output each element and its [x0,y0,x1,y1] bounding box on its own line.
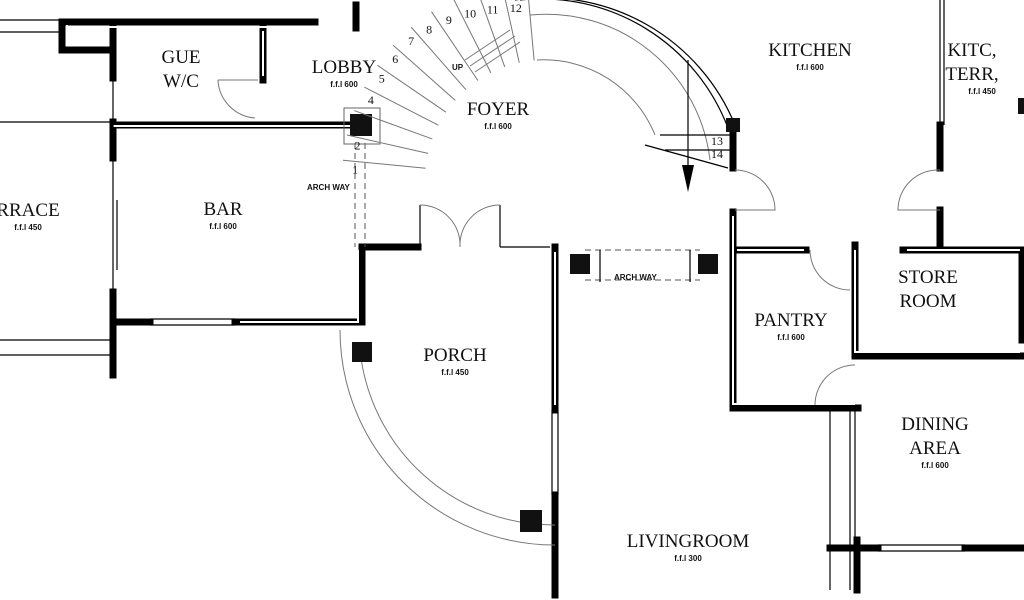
stair-tread [354,110,433,140]
room-name-terrace: RRACE [0,200,60,221]
stair-step-number: 1 [352,162,358,176]
stair-tread [392,44,456,101]
stair-up-label: UP [452,63,464,72]
stair-step-number: 12 [510,1,522,15]
floor-level-bar: f.f.l 600 [209,222,237,231]
room-name-living: LIVINGROOM [627,531,750,552]
floor-level-dining: f.f.l 600 [921,461,949,470]
room-name-dining: DINING [901,414,969,435]
stair-arrow-icon [682,165,694,192]
stair-tread [410,26,467,91]
room-name-lobby: LOBBY [312,57,377,78]
stair-step-number: 6 [392,52,398,66]
stair-tread [504,0,520,63]
floor-level-lobby: f.f.l 600 [330,80,358,89]
room-name-porch: PORCH [423,345,487,366]
arch-way-label: ARCH WAY [307,183,350,192]
floor-level-pantry: f.f.l 600 [777,333,805,342]
stair-step-number: 10 [464,6,476,20]
stair-tread [453,0,492,74]
room-name-kitc-terr: TERR, [945,64,998,85]
stair-step-number: 8 [426,22,432,36]
room-name-kitchen: KITCHEN [768,40,852,61]
room-name-store: ROOM [899,291,956,312]
room-name-kitc-terr: KITC, [947,40,996,61]
stair-step-number: 13 [711,134,723,148]
floor-level-porch: f.f.l 450 [441,368,469,377]
room-name-pantry: PANTRY [754,310,827,331]
floor-level-terrace: f.f.l 450 [14,223,42,232]
stair-tread [364,86,439,126]
stair-tread [346,134,429,154]
room-name-store: STORE [898,267,958,288]
stair-step-number: 11 [487,2,499,16]
floor-level-kitchen: f.f.l 600 [796,63,824,72]
room-name-dining: AREA [909,438,961,459]
room-name-foyer: FOYER [467,99,530,120]
stair-step-number: 14 [711,147,723,161]
stair-tread [377,64,447,113]
room-name-gue: GUE [161,47,200,68]
floor-level-kitc-terr: f.f.l 450 [968,87,996,96]
stair-tread [480,0,506,68]
stair-step-number: 3 [360,115,366,129]
stair-step-number: 9 [446,13,452,27]
room-name-bar: BAR [203,199,242,220]
room-name-gue: W/C [163,71,199,92]
stair-step-number: 5 [379,72,385,86]
stair-step-number: 4 [368,93,374,107]
stair-step-number: 7 [408,34,414,48]
floor-level-living: f.f.l 300 [674,554,702,563]
arch-way-label: ARCH WAY [614,273,657,282]
stair-tread [528,0,535,61]
stair-tread [431,11,479,81]
stair-tread [342,159,426,169]
floor-level-foyer: f.f.l 600 [484,122,512,131]
columns [343,98,1024,532]
stair-step-number: 2 [354,139,360,153]
